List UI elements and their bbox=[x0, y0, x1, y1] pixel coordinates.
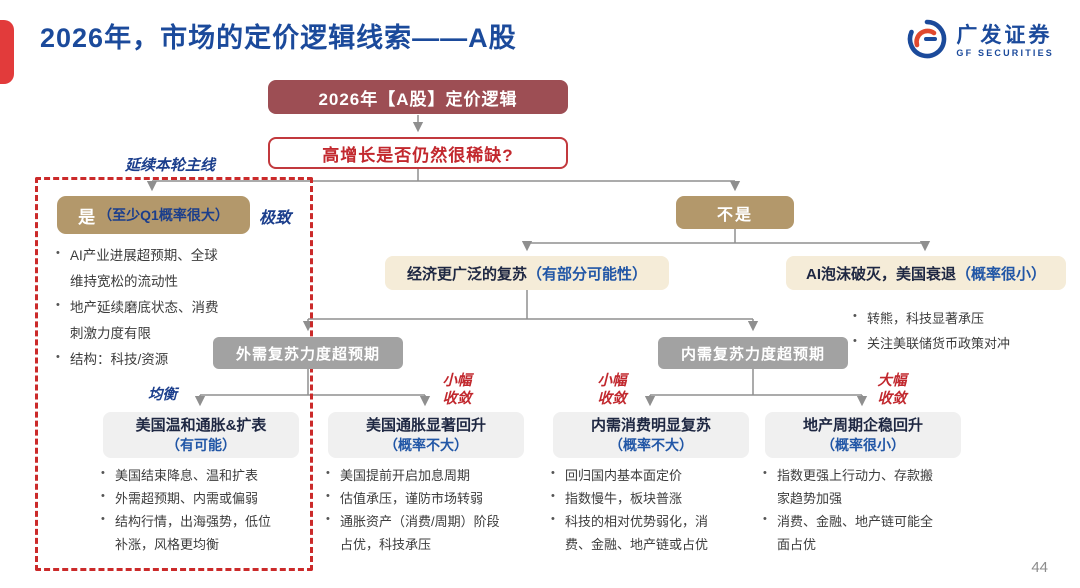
question-node: 高增长是否仍然很稀缺? bbox=[268, 137, 568, 169]
scenario-probability: （概率很小） bbox=[821, 436, 905, 453]
broad-recovery-title: 经济更广泛的复苏 bbox=[406, 265, 527, 283]
logo-cn: 广发证券 bbox=[956, 23, 1053, 47]
list-item: 转熊，科技显著承压 bbox=[852, 306, 1042, 331]
page-number: 44 bbox=[1031, 559, 1048, 576]
broad-recovery-probability: （有部分可能性） bbox=[527, 265, 648, 283]
list-item: AI产业进展超预期、全球维持宽松的流动性 bbox=[55, 243, 227, 295]
scenario-node-us-inflation-rebound: 美国通胀显著回升 （概率不大） bbox=[328, 412, 524, 458]
ai-bust-bullet-list: 转熊，科技显著承压 关注美联储货币政策对冲 bbox=[852, 306, 1042, 357]
no-node: 不是 bbox=[676, 196, 794, 229]
scenario-node-us-mild-inflation: 美国温和通胀&扩表 （有可能） bbox=[103, 412, 299, 458]
ai-bust-node: AI泡沫破灭，美国衰退 （概率很小） bbox=[786, 256, 1066, 290]
page-title: 2026年，市场的定价逻辑线索——A股 bbox=[40, 23, 517, 53]
scenario-probability: （有可能） bbox=[166, 436, 236, 453]
scenario-title: 地产周期企稳回升 bbox=[802, 417, 923, 435]
yes-path-label: 延续本轮主线 bbox=[124, 157, 215, 174]
logo-en: GF SECURITIES bbox=[956, 47, 1054, 58]
scenario-bullet-list-2: 美国提前开启加息周期 估值承压，谨防市场转弱 通胀资产（消费/周期）阶段占优，科… bbox=[325, 464, 503, 557]
root-node: 2026年【A股】定价逻辑 bbox=[268, 80, 568, 114]
scenario-bullet-list-3: 回归国内基本面定价 指数慢牛，板块普涨 科技的相对优势弱化，消费、金融、地产链或… bbox=[550, 464, 728, 557]
gf-logo-icon bbox=[906, 18, 948, 65]
yes-bullet-list: AI产业进展超预期、全球维持宽松的流动性 地产延续磨底状态、消费刺激力度有限 结… bbox=[55, 243, 227, 373]
logo-text: 广发证券 GF SECURITIES bbox=[956, 23, 1054, 58]
scenario-bullet-list-4: 指数更强上行动力、存款搬家趋势加强 消费、金融、地产链可能全面占优 bbox=[762, 464, 942, 557]
ai-bust-probability: （概率很小） bbox=[956, 265, 1047, 283]
list-item: 回归国内基本面定价 bbox=[550, 464, 728, 487]
yes-node-probability: （至少Q1概率很大） bbox=[98, 207, 229, 223]
scenario-node-domestic-consumption-recovery: 内需消费明显复苏 （概率不大） bbox=[553, 412, 749, 458]
list-item: 结构：科技/资源 bbox=[55, 347, 227, 373]
scenario-tag-slight-convergence-2: 小幅 收敛 bbox=[597, 373, 627, 408]
scenario-node-property-cycle-stabilizes: 地产周期企稳回升 （概率很小） bbox=[765, 412, 961, 458]
scenario-title: 美国通胀显著回升 bbox=[365, 417, 486, 435]
gf-securities-logo: 广发证券 GF SECURITIES bbox=[906, 18, 1054, 65]
title-accent-bar bbox=[0, 20, 14, 84]
domestic-demand-node: 内需复苏力度超预期 bbox=[658, 337, 848, 369]
scenario-title: 美国温和通胀&扩表 bbox=[135, 417, 267, 435]
list-item: 美国结束降息、温和扩表 bbox=[100, 464, 272, 487]
list-item: 地产延续磨底状态、消费刺激力度有限 bbox=[55, 295, 227, 347]
scenario-tag-large-convergence: 大幅 收敛 bbox=[877, 373, 907, 408]
yes-side-label: 极致 bbox=[259, 210, 292, 227]
list-item: 结构行情，出海强势，低位补涨，风格更均衡 bbox=[100, 510, 272, 556]
yes-node-main: 是 bbox=[78, 207, 96, 227]
scenario-tag-slight-convergence-1: 小幅 收敛 bbox=[442, 373, 472, 408]
list-item: 关注美联储货币政策对冲 bbox=[852, 331, 1042, 356]
scenario-title: 内需消费明显复苏 bbox=[590, 417, 711, 435]
list-item: 外需超预期、内需或偏弱 bbox=[100, 487, 272, 510]
yes-branch-dashed-outline bbox=[35, 177, 313, 571]
ai-bust-title: AI泡沫破灭，美国衰退 bbox=[805, 265, 956, 283]
list-item: 科技的相对优势弱化，消费、金融、地产链或占优 bbox=[550, 510, 728, 556]
yes-node: 是 （至少Q1概率很大） bbox=[57, 196, 250, 234]
list-item: 指数慢牛，板块普涨 bbox=[550, 487, 728, 510]
list-item: 美国提前开启加息周期 bbox=[325, 464, 503, 487]
scenario-probability: （概率不大） bbox=[609, 436, 693, 453]
scenario-bullet-list-1: 美国结束降息、温和扩表 外需超预期、内需或偏弱 结构行情，出海强势，低位补涨，风… bbox=[100, 464, 272, 557]
list-item: 估值承压，谨防市场转弱 bbox=[325, 487, 503, 510]
list-item: 指数更强上行动力、存款搬家趋势加强 bbox=[762, 464, 942, 510]
list-item: 消费、金融、地产链可能全面占优 bbox=[762, 510, 942, 556]
broad-recovery-node: 经济更广泛的复苏 （有部分可能性） bbox=[385, 256, 669, 290]
scenario-probability: （概率不大） bbox=[384, 436, 468, 453]
scenario-tag-balanced: 均衡 bbox=[148, 387, 177, 403]
external-demand-node: 外需复苏力度超预期 bbox=[213, 337, 403, 369]
list-item: 通胀资产（消费/周期）阶段占优，科技承压 bbox=[325, 510, 503, 556]
